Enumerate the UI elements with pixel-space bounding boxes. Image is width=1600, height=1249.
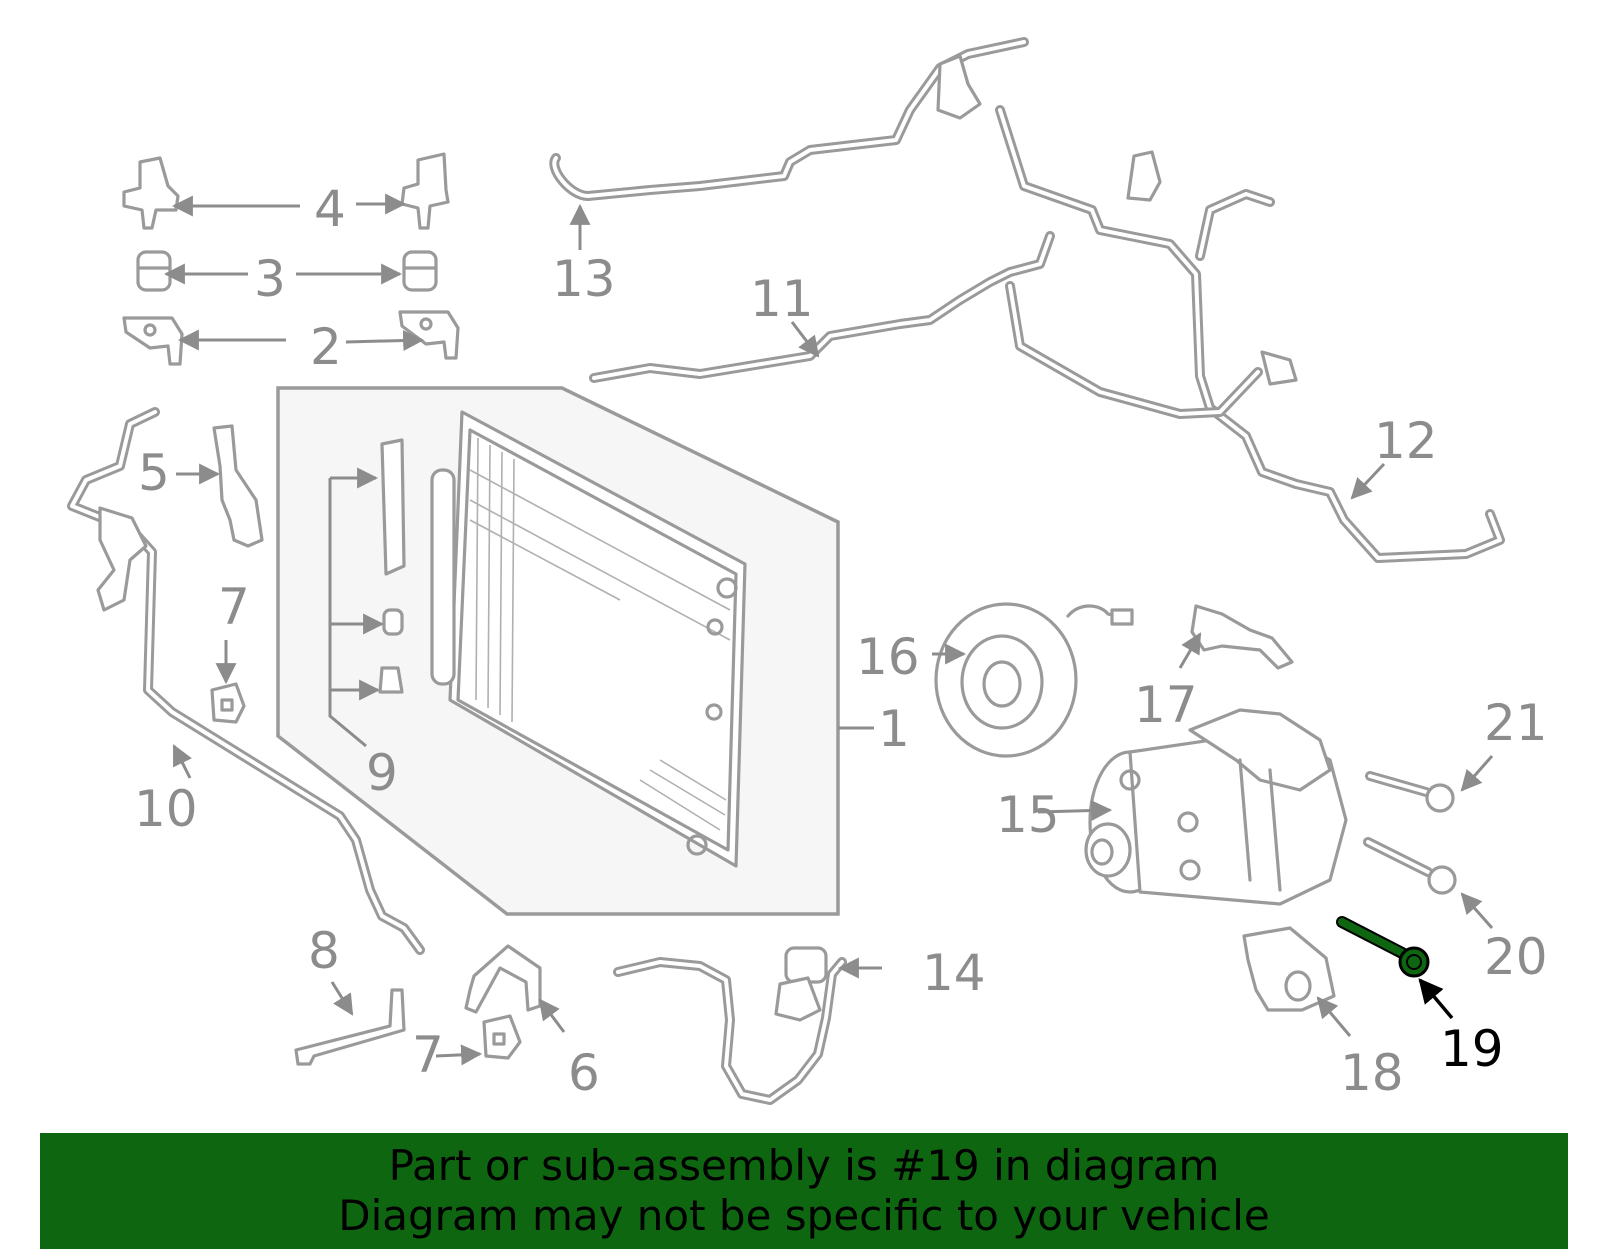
bolt-21[interactable] (1365, 771, 1455, 813)
suction-hose-13[interactable] (549, 37, 1029, 201)
callout-20: 20 (1484, 928, 1548, 986)
discharge-hose-11[interactable] (589, 231, 1055, 383)
callout-9: 9 (366, 744, 398, 802)
cushion-3-left[interactable] (136, 250, 172, 292)
callout-15: 15 (996, 786, 1060, 844)
leader-arrows (163, 193, 1494, 1066)
bracket-8[interactable] (294, 988, 406, 1066)
callout-7-lower: 7 (412, 1026, 444, 1084)
tube-12[interactable] (995, 105, 1505, 563)
callout-7-upper: 7 (218, 578, 250, 636)
banner-line-disclaimer: Diagram may not be specific to your vehi… (338, 1191, 1270, 1240)
callout-6: 6 (568, 1044, 600, 1102)
bracket-4-right[interactable] (400, 152, 450, 230)
bolt-20[interactable] (1363, 837, 1457, 895)
callout-16: 16 (856, 628, 920, 686)
banner-line-part: Part or sub-assembly is #19 in diagram (388, 1141, 1220, 1190)
bracket-5[interactable] (212, 424, 264, 548)
callout-13: 13 (552, 250, 616, 308)
bracket-2-right[interactable] (398, 310, 460, 360)
bracket-6[interactable] (464, 944, 542, 1014)
callout-21: 21 (1484, 694, 1548, 752)
connector-17[interactable] (1190, 604, 1294, 670)
callout-2: 2 (310, 318, 342, 376)
callout-10: 10 (134, 780, 198, 838)
compressor-15[interactable] (1084, 708, 1348, 906)
callout-18: 18 (1340, 1044, 1404, 1102)
callout-11: 11 (750, 270, 814, 328)
bracket-2-left[interactable] (122, 316, 184, 366)
cushion-3-right[interactable] (402, 250, 438, 292)
callout-14: 14 (922, 944, 986, 1002)
callout-8: 8 (308, 922, 340, 980)
callout-3: 3 (254, 250, 286, 308)
hose-14[interactable] (613, 946, 847, 1105)
callout-1: 1 (878, 700, 910, 758)
callout-17: 17 (1134, 676, 1198, 734)
callout-4: 4 (314, 180, 346, 238)
bracket-18[interactable] (1242, 926, 1336, 1012)
bracket-4-left[interactable] (122, 156, 180, 230)
callout-5: 5 (138, 444, 170, 502)
clamp-7-upper[interactable] (210, 682, 246, 724)
callout-19-highlighted: 19 (1440, 1020, 1504, 1078)
info-banner: Part or sub-assembly is #19 in diagram D… (40, 1133, 1568, 1249)
bolt-19-highlighted[interactable] (1336, 916, 1430, 978)
liquid-tube-10[interactable] (67, 407, 425, 955)
magnet-clutch-16[interactable] (934, 602, 1134, 758)
condenser-assembly[interactable] (276, 386, 840, 916)
callout-12: 12 (1374, 412, 1438, 470)
clamp-7-lower[interactable] (482, 1014, 522, 1060)
